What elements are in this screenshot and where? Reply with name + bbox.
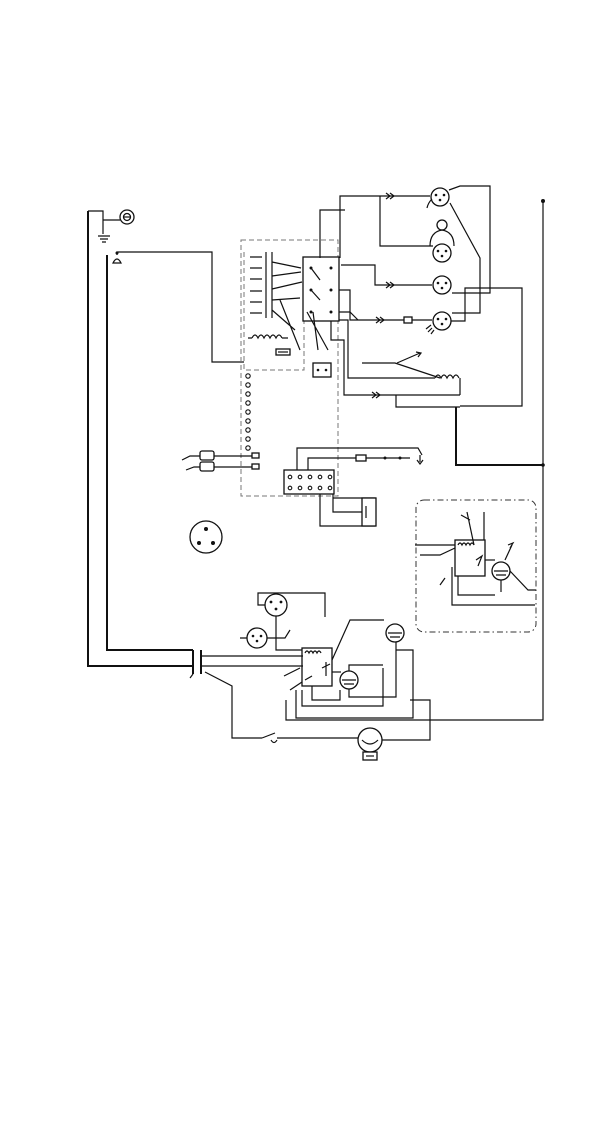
- upper-wiring: [320, 186, 522, 407]
- lower-relay: [284, 620, 430, 720]
- motor-terminals-upper: [426, 188, 454, 334]
- left-power-rails: [88, 211, 193, 666]
- plug-receptacle: [190, 521, 222, 553]
- terminal-block: [284, 448, 423, 526]
- heating-element: [362, 352, 460, 395]
- main-switch: [190, 650, 360, 743]
- indicator-symbol: [113, 252, 244, 363]
- relay-block: [303, 257, 339, 377]
- sensor-probes: [182, 451, 259, 471]
- lamp: [358, 720, 430, 760]
- auxiliary-panel: [415, 500, 536, 632]
- capacitors: [340, 624, 404, 697]
- motor-terminals-lower: [240, 593, 325, 650]
- terminal-strip: [246, 374, 250, 450]
